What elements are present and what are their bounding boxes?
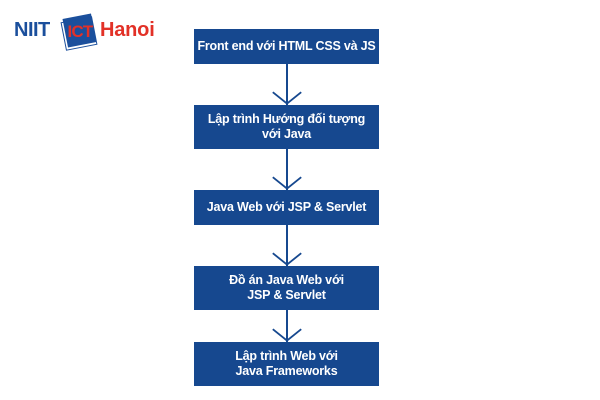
flow-node-label-line-2: Java Frameworks [235, 364, 338, 378]
flow-node-oop-java[interactable]: Lập trình Hướng đối tượng với Java [194, 105, 379, 149]
flow-connector-4-5 [194, 310, 379, 342]
connector-line [286, 310, 288, 342]
flow-node-label-line-2: với Java [262, 127, 311, 141]
arrow-down-icon [271, 91, 302, 105]
flow-node-label-line-1: Lập trình Hướng đối tượng [207, 112, 366, 126]
ict-logo-icon: ICT [60, 13, 98, 51]
brand-logo: NIIT ICT Hanoi [14, 13, 155, 51]
flow-node-label-line-2: JSP & Servlet [247, 288, 326, 302]
flow-node-label: Lập trình Hướng đối tượng với Java [208, 112, 365, 142]
flow-node-label: Front end với HTML CSS và JS [197, 39, 376, 53]
flow-node-java-web-jsp-servlet[interactable]: Java Web với JSP & Servlet [194, 190, 379, 225]
flow-connector-1-2 [194, 64, 379, 105]
logo-ict-text: ICT [67, 22, 94, 41]
connector-line [286, 149, 288, 190]
flow-connector-3-4 [194, 225, 379, 266]
flow-node-label-line-1: Đồ án Java Web với [229, 273, 344, 287]
arrow-down-icon [271, 176, 302, 190]
flow-node-label: Java Web với JSP & Servlet [206, 200, 367, 214]
logo-hanoi-text: Hanoi [100, 19, 155, 41]
arrow-down-icon [271, 252, 302, 266]
logo-niit-text: NIIT [14, 19, 50, 41]
course-roadmap-flowchart: Front end với HTML CSS và JS Lập trình H… [194, 29, 379, 386]
flow-node-front-end[interactable]: Front end với HTML CSS và JS [194, 29, 379, 64]
flow-connector-2-3 [194, 149, 379, 190]
flow-node-label: Đồ án Java Web với JSP & Servlet [229, 273, 344, 303]
flow-node-label-line-1: Lập trình Web với [235, 349, 338, 363]
connector-line [286, 225, 288, 266]
connector-line [286, 64, 288, 105]
arrow-down-icon [271, 328, 302, 342]
flow-node-label: Lập trình Web với Java Frameworks [235, 349, 338, 379]
flow-node-project-java-web[interactable]: Đồ án Java Web với JSP & Servlet [194, 266, 379, 310]
flow-node-web-java-frameworks[interactable]: Lập trình Web với Java Frameworks [194, 342, 379, 386]
